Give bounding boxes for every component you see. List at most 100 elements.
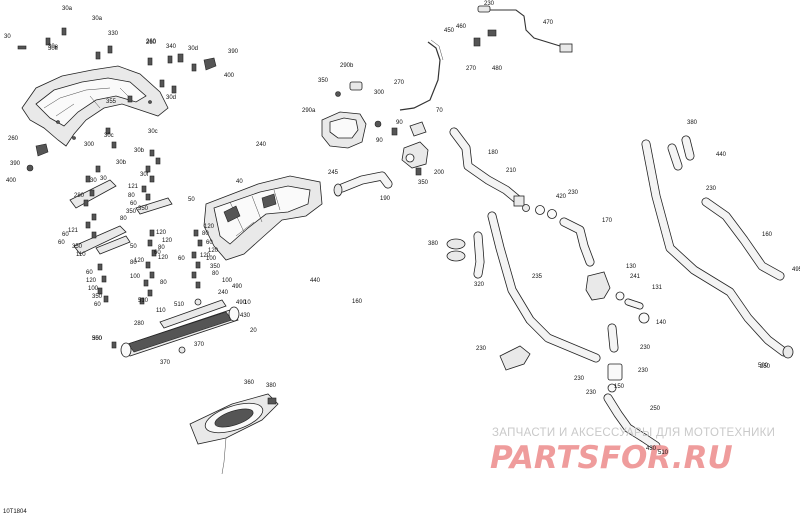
part-callout: 230 [568, 190, 579, 196]
part-callout: 350 [138, 206, 149, 212]
part-callout: 120 [208, 248, 219, 254]
part-callout: 90 [376, 138, 383, 144]
part-callout: 120 [162, 238, 173, 244]
part-callout: 280 [134, 321, 145, 327]
part-callout: 350 [418, 180, 429, 186]
tee-fitting [585, 271, 650, 324]
part-callout: 190 [380, 196, 391, 202]
part-callout: 60 [154, 250, 161, 256]
part-callout: 270 [394, 80, 405, 86]
part-callout: 20 [250, 328, 257, 334]
part-callout: 70 [436, 108, 443, 114]
hose-180 [449, 127, 525, 207]
hose-150 [603, 393, 661, 451]
part-callout: 80 [160, 280, 167, 286]
part-callout: 340 [166, 44, 177, 50]
hose-380-left [473, 231, 485, 279]
part-callout: 230 [640, 345, 651, 351]
coolant-reservoir [321, 81, 382, 149]
hose-190 [333, 171, 393, 197]
part-callout: 470 [543, 20, 554, 26]
top-line-470 [473, 5, 573, 53]
part-callout: 60 [94, 302, 101, 308]
part-callout: 121 [128, 184, 139, 190]
part-callout: 90 [396, 120, 403, 126]
part-callout: 160 [352, 299, 363, 305]
part-callout: 110 [76, 252, 86, 258]
part-callout: 495 [792, 267, 800, 273]
part-callout: 60 [206, 240, 213, 246]
part-callout: 460 [456, 24, 467, 30]
part-callout: 60 [130, 201, 137, 207]
bracket-235 [499, 345, 531, 371]
part-callout: 370 [194, 342, 205, 348]
part-callout: 450 [444, 28, 455, 34]
part-callout: 30 [90, 178, 97, 184]
part-callout: 350 [210, 264, 221, 270]
hose-right-long [641, 139, 794, 359]
part-callout: 130 [626, 264, 637, 270]
diagram-reference: 10T1804 [3, 509, 27, 515]
part-callout: 500 [758, 363, 769, 369]
fan-assembly [189, 393, 279, 475]
part-callout: 40 [236, 179, 243, 185]
fastener-columns [83, 127, 203, 349]
part-callout: 80 [212, 271, 219, 277]
part-callout: 180 [488, 150, 499, 156]
part-callout: 160 [762, 232, 773, 238]
part-callout: 30 [100, 176, 107, 182]
watermark: ЗАПЧАСТИ И АКСЕССУАРЫ ДЛЯ МОТОТЕХНИКИ PA… [490, 427, 775, 476]
part-callout: 360 [244, 380, 255, 386]
part-callout: 370 [160, 360, 171, 366]
hose-170-short [559, 217, 595, 267]
part-callout: 380 [428, 241, 439, 247]
part-callout: 320 [474, 282, 485, 288]
part-callout: 100 [222, 278, 233, 284]
watermark-tagline: ЗАПЧАСТИ И АКСЕССУАРЫ ДЛЯ МОТОТЕХНИКИ [492, 427, 775, 439]
part-callout: 30e [48, 46, 59, 52]
part-callout: 230 [586, 390, 597, 396]
part-callout: 60 [62, 232, 69, 238]
part-callout: 30f [140, 172, 149, 178]
part-callout: 30b [116, 160, 127, 166]
part-callout: 350 [318, 78, 329, 84]
coupling-440 [446, 238, 466, 262]
part-callout: 380 [687, 120, 698, 126]
part-callout: 250 [760, 364, 771, 370]
part-callout: 230 [638, 368, 649, 374]
hose-160-right [701, 197, 785, 281]
part-callout: 390 [10, 161, 21, 167]
part-callout: 10 [244, 300, 251, 306]
part-callout: 30 [4, 34, 11, 40]
part-callout: 490 [236, 300, 247, 306]
part-callout: 280 [74, 193, 85, 199]
part-callout: 510 [174, 302, 185, 308]
part-callout: 60 [86, 270, 93, 276]
part-callout: 290a [302, 108, 316, 114]
part-callout: 30d [188, 46, 198, 52]
part-callout: 430 [240, 313, 251, 319]
part-callout: 120 [134, 258, 145, 264]
clamps-mid [522, 204, 557, 219]
part-callout: 170 [602, 218, 613, 224]
intercooler-core [120, 298, 240, 358]
part-callout: 80 [158, 245, 165, 251]
part-callout: 260 [146, 39, 157, 45]
part-callout: 140 [656, 320, 667, 326]
part-callout: 200 [434, 170, 445, 176]
part-callout: 440 [716, 152, 727, 158]
part-callout: 235 [532, 274, 543, 280]
part-callout: 210 [506, 168, 517, 174]
part-callout: 240 [218, 290, 229, 296]
hose-160-middle [487, 211, 601, 363]
part-callout: 355 [106, 99, 117, 105]
part-callout: 30c [104, 133, 114, 139]
part-callout: 120 [158, 255, 169, 261]
hose-380-right [667, 135, 695, 171]
part-callout: 350 [92, 336, 103, 342]
part-callout: 60 [178, 256, 185, 262]
hose-131 [607, 323, 623, 393]
part-callout: 121 [68, 228, 79, 234]
